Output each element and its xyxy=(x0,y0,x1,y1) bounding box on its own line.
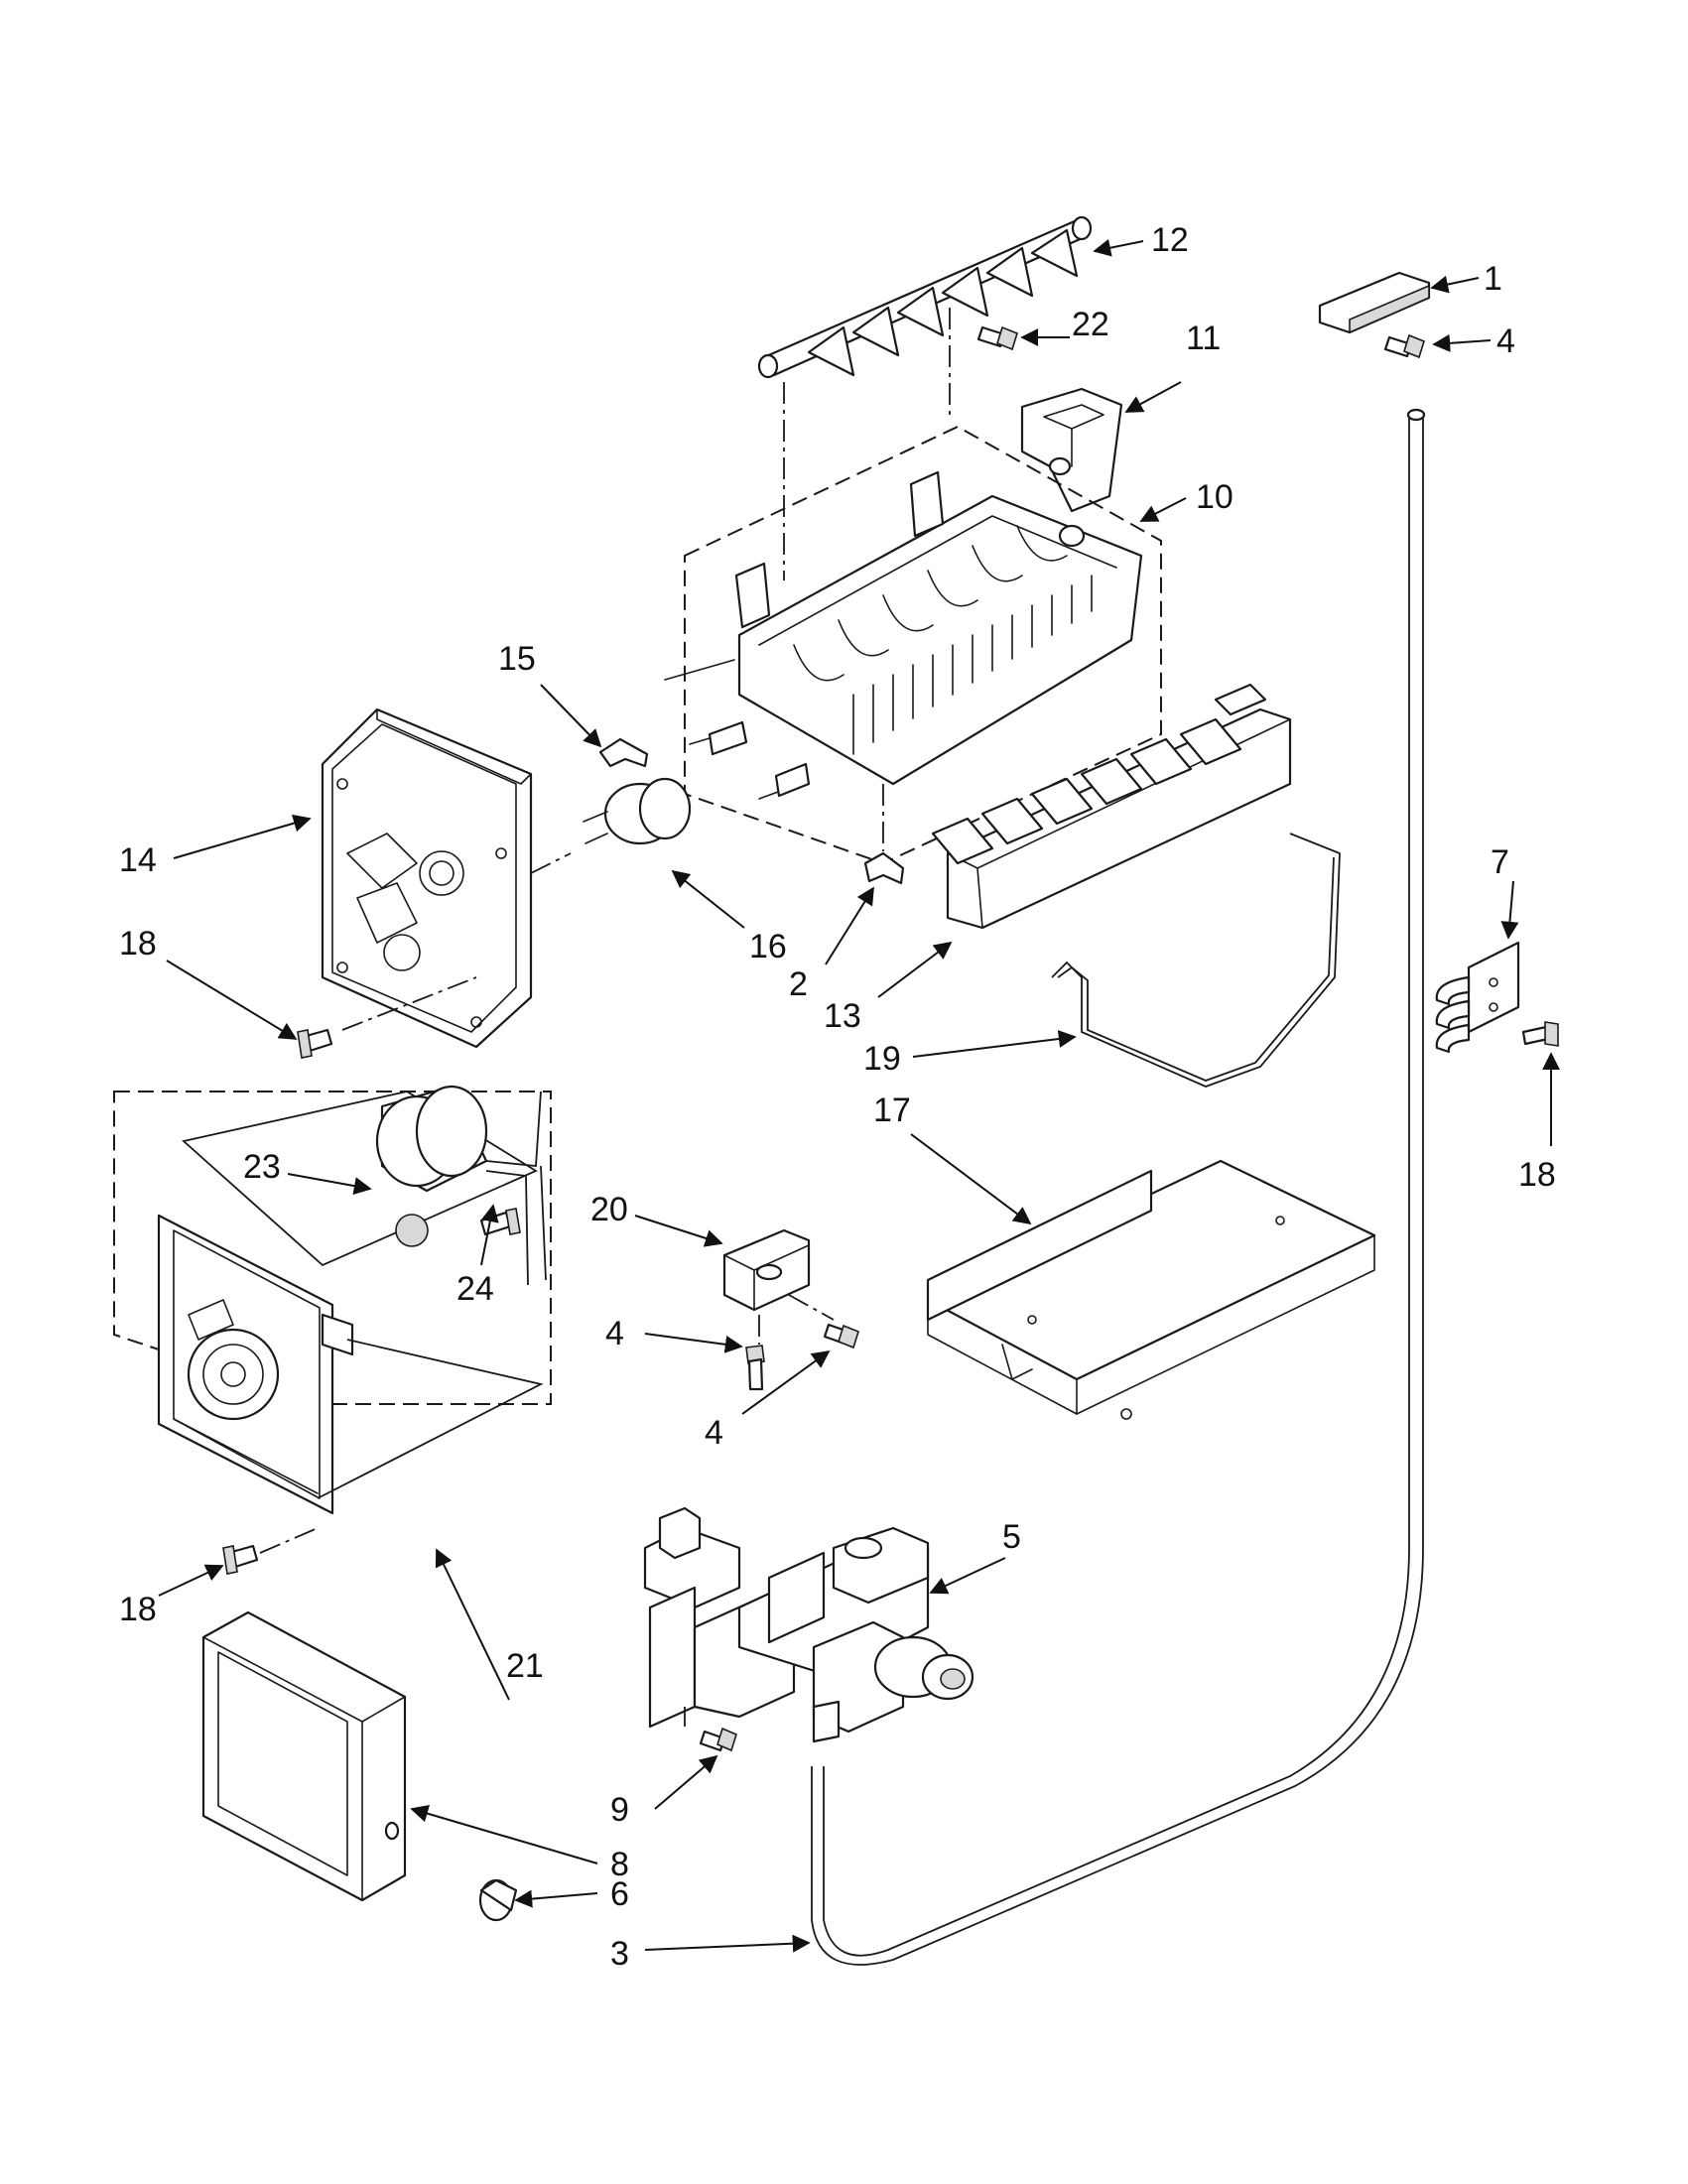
callout-18-lower: 18 xyxy=(119,1591,157,1628)
callout-22: 22 xyxy=(1072,306,1109,343)
alignment-line xyxy=(259,1527,319,1554)
callout-1: 1 xyxy=(1484,260,1502,298)
part-screw-4-left xyxy=(745,1345,765,1391)
part-water-valve xyxy=(643,1506,974,1743)
callout-24: 24 xyxy=(456,1270,494,1308)
callout-18-right: 18 xyxy=(1518,1156,1556,1194)
part-control-module xyxy=(157,1091,544,1515)
part-screw-18-upper xyxy=(297,1028,333,1059)
part-module-housing xyxy=(321,707,533,1049)
part-screw-22 xyxy=(976,325,1018,351)
part-shelf-17 xyxy=(926,1159,1376,1420)
callout-12: 12 xyxy=(1151,221,1189,259)
part-screw-4-top xyxy=(1383,333,1425,359)
part-motor xyxy=(375,1085,547,1286)
part-fill-cup xyxy=(1020,387,1123,513)
part-screw-4-right xyxy=(823,1323,859,1349)
part-tube-clamp-1 xyxy=(1318,271,1431,334)
assembly-boundary-21 xyxy=(113,1091,552,1405)
callout-4-bottom: 4 xyxy=(705,1414,723,1452)
callout-13: 13 xyxy=(824,997,861,1035)
part-screw-18-right xyxy=(1521,1021,1559,1047)
callout-17: 17 xyxy=(873,1092,911,1129)
alignment-line xyxy=(530,852,572,874)
callout-labels: 1 2 3 4 4 4 5 6 7 8 9 10 11 12 13 14 15 … xyxy=(119,221,1556,1973)
callout-4-top: 4 xyxy=(1496,322,1515,360)
part-water-tube xyxy=(823,417,1410,1957)
part-screw-24 xyxy=(479,1208,521,1236)
part-clip-2 xyxy=(863,784,905,885)
part-tube-clamp-7 xyxy=(1435,941,1520,1054)
callout-5: 5 xyxy=(1002,1518,1021,1556)
callout-4-left: 4 xyxy=(605,1315,624,1352)
part-bracket-20 xyxy=(722,1228,811,1312)
callout-3: 3 xyxy=(610,1935,629,1973)
callout-23: 23 xyxy=(243,1148,281,1186)
leader-lines xyxy=(158,238,1560,1953)
part-stripper xyxy=(931,683,1292,930)
callout-15: 15 xyxy=(498,640,536,678)
callout-2: 2 xyxy=(789,965,808,1003)
callout-16: 16 xyxy=(749,928,787,965)
part-plug-button xyxy=(478,1878,518,1922)
part-ice-mold xyxy=(664,470,1143,800)
part-clip-15 xyxy=(598,737,649,768)
callout-9: 9 xyxy=(610,1791,629,1829)
part-thermostat xyxy=(583,777,692,845)
callout-10: 10 xyxy=(1196,478,1234,516)
callout-18-upper: 18 xyxy=(119,925,157,963)
callout-21: 21 xyxy=(506,1647,544,1685)
callout-20: 20 xyxy=(590,1191,628,1228)
part-ejector-blade xyxy=(757,215,1093,379)
callout-7: 7 xyxy=(1491,843,1509,881)
alignment-line xyxy=(788,1294,835,1321)
callout-11: 11 xyxy=(1186,320,1221,357)
part-screw-9 xyxy=(699,1727,737,1752)
alignment-line xyxy=(341,976,477,1031)
part-screw-18-lower xyxy=(222,1544,259,1575)
callout-8: 8 xyxy=(610,1846,629,1883)
callout-19: 19 xyxy=(863,1040,901,1078)
part-front-cover xyxy=(201,1610,407,1902)
callout-14: 14 xyxy=(119,841,157,879)
callout-6: 6 xyxy=(610,1875,629,1913)
